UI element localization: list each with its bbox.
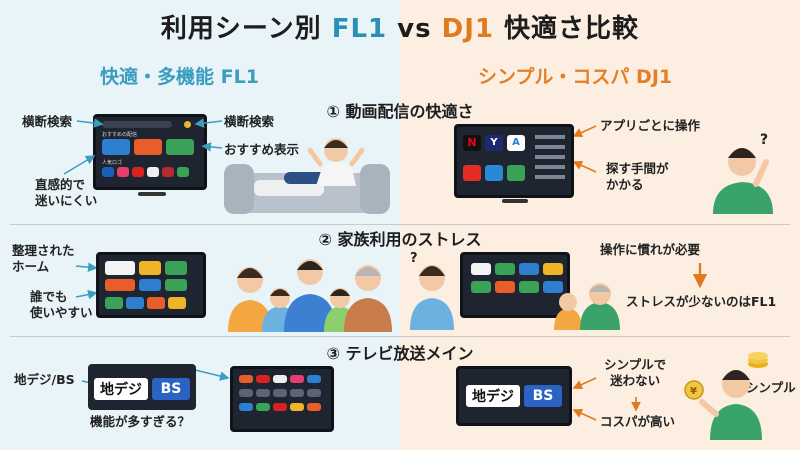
svg-text:?: ? [760, 132, 768, 148]
label-organized-home: 整理された ホーム [12, 243, 75, 274]
section-divider [10, 336, 790, 337]
label-intuitive: 直感的で 迷いにくい [35, 177, 98, 208]
relaxing-person-illustration [224, 138, 390, 214]
confused-man-illustration: ? [713, 132, 773, 214]
tv-tile [166, 139, 194, 155]
section-3-heading: ③ テレビ放送メイン [326, 344, 474, 363]
tv-search-bar [102, 121, 172, 128]
label-cross-search-left: 横断検索 [22, 114, 73, 129]
label-too-many-features: 機能が多すぎる？ [90, 414, 191, 429]
left-column-heading: 快適・多機能 FL1 [100, 66, 259, 88]
chideji-badge: 地デジ [466, 385, 520, 407]
title-vs: vs [387, 14, 442, 44]
right-column-heading: シンプル・コスパ DJ1 [478, 66, 673, 88]
tv-profile-icon [184, 121, 191, 128]
label-recommend: おすすめ表示 [224, 142, 300, 157]
label-cross-search-right: 横断検索 [224, 114, 275, 129]
label-search-hassle: 探す手間が かかる [606, 161, 669, 192]
fl1-tv-streaming: おすすめの配信 人気ロゴ [93, 114, 207, 190]
section-2-heading: ② 家族利用のストレス [318, 230, 482, 249]
title-suffix: 快適さ比較 [494, 14, 640, 44]
section-1-heading: ① 動画配信の快適さ [326, 102, 474, 121]
fl1-tv-broadcast [230, 366, 334, 432]
tv-tile [134, 139, 162, 155]
dj1-tv-home [460, 252, 570, 318]
svg-text:?: ? [410, 251, 418, 266]
label-simple: シンプル [746, 380, 796, 395]
tv-popular-row-label: 人気ロゴ [102, 160, 123, 166]
tv-stand [502, 199, 528, 203]
page-title: 利用シーン別 FL1 vs DJ1 快適さ比較 [0, 8, 800, 45]
label-less-stress-fl1: ストレスが少ないのはFL1 [626, 294, 777, 309]
bs-badge: BS [524, 385, 562, 407]
tv-stand [138, 192, 166, 196]
fl1-tv-home [96, 252, 206, 318]
label-needs-getting-used: 操作に慣れが必要 [600, 242, 701, 257]
title-dj1: DJ1 [441, 14, 494, 44]
coins-person-illustration: ¥ [684, 352, 768, 440]
section-divider [10, 224, 790, 225]
label-simple-no-confusion: シンプルで 迷わない [604, 357, 667, 388]
tv-recommend-row-label: おすすめの配信 [102, 132, 138, 138]
dj1-tv-streaming: N Y A [454, 124, 574, 198]
chideji-badge: 地デジ [94, 378, 148, 400]
label-broadcast: 地デジ/BS [14, 372, 75, 387]
family-illustration [228, 259, 392, 332]
label-cost-performance: コスパが高い [600, 414, 676, 429]
title-fl1: FL1 [331, 14, 388, 44]
svg-text:¥: ¥ [690, 386, 697, 397]
label-per-app-operation: アプリごとに操作 [600, 118, 701, 133]
tv-tile [102, 139, 130, 155]
title-text: 利用シーン別 [160, 14, 332, 44]
confused-woman-illustration: ? [410, 251, 454, 330]
bs-badge: BS [152, 378, 190, 400]
grandparent-child-illustration [554, 283, 620, 330]
label-easy-for-anyone: 誰でも 使いやすい [30, 289, 93, 320]
